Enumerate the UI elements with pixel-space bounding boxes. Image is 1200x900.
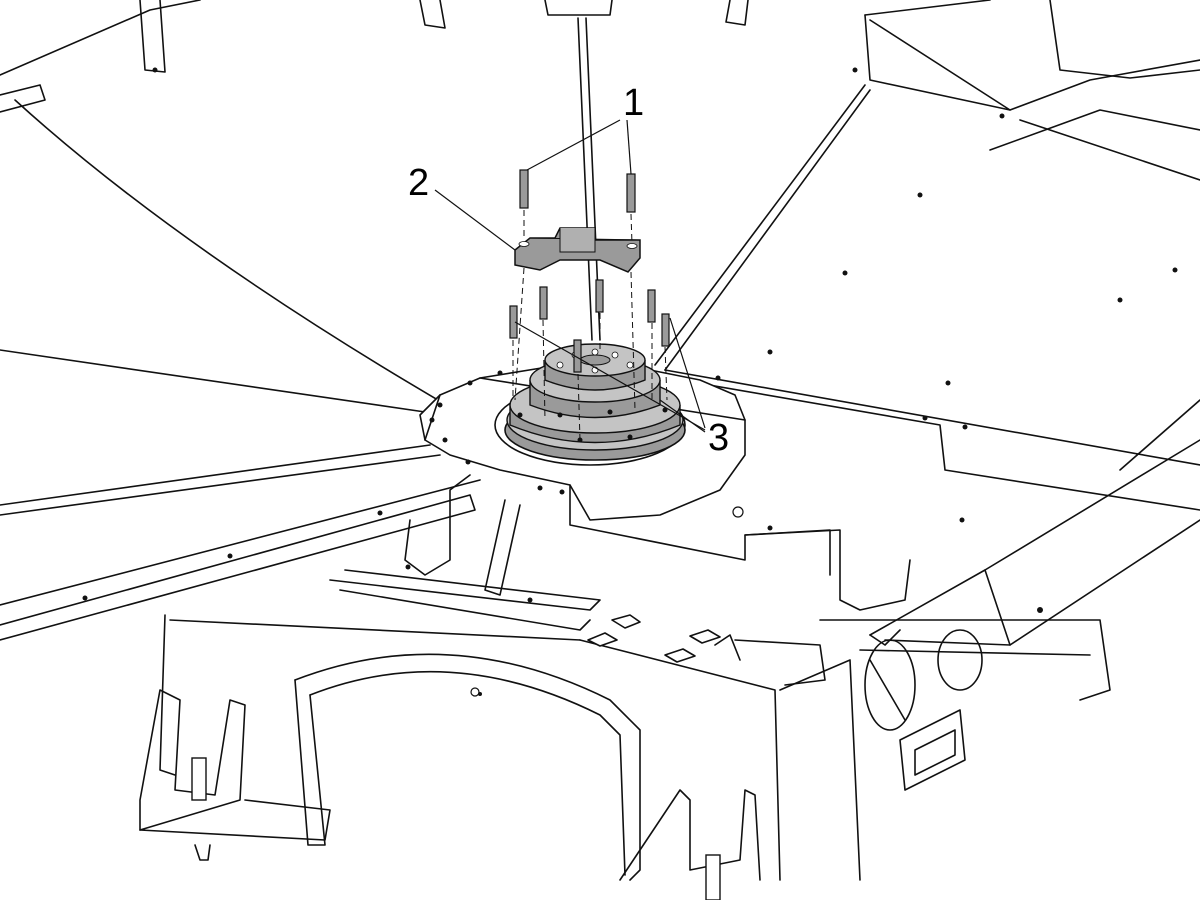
mounting-bracket — [514, 227, 641, 273]
callout-3-label: 3 — [708, 417, 729, 459]
callout-1-label: 1 — [623, 82, 644, 124]
rotary-bearing — [504, 343, 686, 461]
callout-2-label: 2 — [408, 162, 429, 204]
left-enclosure-panels — [0, 0, 481, 641]
callout-leaders — [434, 119, 706, 433]
right-channel-rail — [869, 439, 1200, 646]
socket-head-cap-screw-icon — [509, 169, 670, 373]
machine-base — [139, 474, 1111, 900]
callout-labels: 1 2 3 — [408, 82, 729, 459]
alignment-lines — [512, 210, 668, 441]
top-hanger-brackets — [419, 0, 749, 341]
right-enclosure-panels — [654, 0, 1200, 511]
